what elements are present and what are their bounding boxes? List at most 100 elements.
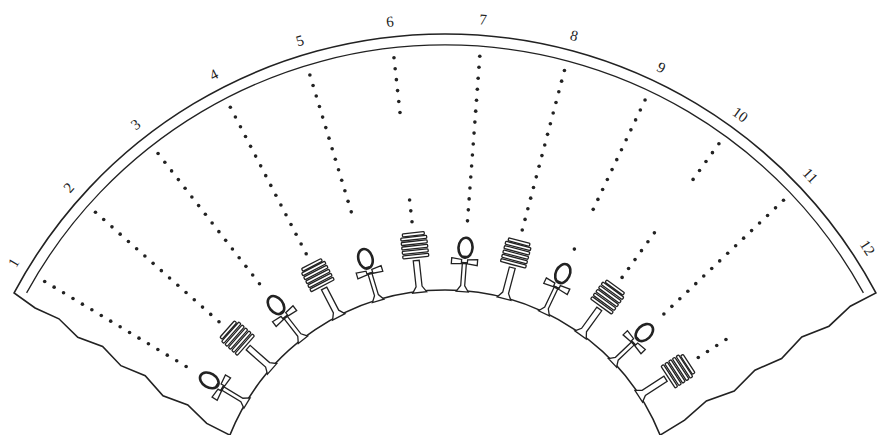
hour-dot — [702, 274, 706, 278]
hour-dot — [244, 265, 248, 269]
hour-dot — [601, 188, 605, 192]
hour-dot — [634, 118, 638, 122]
hour-dot — [551, 111, 555, 115]
ankh-symbol — [449, 237, 479, 293]
hour-dot — [698, 169, 702, 173]
hour-dot — [615, 158, 619, 162]
hour-dot — [184, 291, 188, 295]
rim-band-line — [27, 45, 864, 293]
hour-number: 2 — [60, 181, 76, 197]
hour-dot — [321, 115, 325, 119]
hour-dot — [646, 240, 650, 244]
hour-dot — [135, 247, 139, 251]
hour-dot — [177, 178, 181, 182]
hour-number: 7 — [478, 13, 487, 29]
hour-dot — [774, 206, 778, 210]
hour-dot — [468, 186, 472, 190]
hour-dot — [204, 212, 208, 216]
hour-dot — [711, 151, 715, 155]
hour-dot — [274, 193, 278, 197]
hour-dot — [596, 198, 600, 202]
hour-dot — [176, 283, 180, 287]
hour-dot — [311, 84, 315, 88]
hour-dot — [94, 210, 98, 214]
hour-dot — [147, 342, 151, 346]
hour-dot — [217, 230, 221, 234]
hour-dot — [264, 174, 268, 178]
hour-dots — [43, 54, 785, 368]
hour-dot — [197, 204, 201, 208]
hour-dot — [537, 164, 541, 168]
hour-dot — [726, 252, 730, 256]
djed-symbol — [219, 319, 281, 378]
hour-dot — [71, 297, 75, 301]
hour-dot — [691, 178, 695, 182]
hour-dot — [591, 208, 595, 212]
hour-dot — [237, 256, 241, 260]
hour-dot — [706, 350, 710, 354]
hour-dot — [343, 189, 347, 193]
hour-dot — [324, 126, 328, 130]
hour-dot — [392, 56, 396, 60]
hour-number: 3 — [128, 117, 143, 133]
hour-dot — [398, 111, 402, 115]
hour-dot — [209, 313, 213, 317]
ankh-symbol — [603, 316, 660, 372]
hour-dot — [259, 164, 263, 168]
hour-dot — [639, 108, 643, 112]
hour-dot — [143, 254, 147, 258]
hour-dot — [620, 148, 624, 152]
hour-dot — [540, 154, 544, 158]
hour-dot — [633, 258, 637, 262]
hour-dot — [81, 302, 85, 306]
hour-dot — [330, 147, 334, 151]
hour-dot — [43, 280, 47, 284]
hour-dot — [165, 353, 169, 357]
hour-dot — [704, 160, 708, 164]
hour-number: 10 — [730, 104, 751, 125]
hour-dot — [337, 168, 341, 172]
ankh-symbol — [532, 259, 579, 319]
hour-dot — [224, 239, 228, 243]
hour-dot — [168, 276, 172, 280]
hour-dot — [396, 89, 400, 93]
hour-dot — [476, 87, 480, 91]
hour-number: 8 — [568, 27, 579, 43]
hour-dot — [183, 186, 187, 190]
hour-dot — [715, 344, 719, 348]
hour-dot — [109, 319, 113, 323]
hour-dot — [118, 232, 122, 236]
hour-dot — [543, 143, 547, 147]
hour-dot — [234, 115, 238, 119]
hour-dot — [239, 125, 243, 129]
hour-dot — [620, 276, 624, 280]
hour-dot — [318, 105, 322, 109]
hour-dot — [766, 214, 770, 218]
hour-dot — [627, 267, 631, 271]
hour-dot — [473, 120, 477, 124]
hour-number: 5 — [294, 32, 306, 49]
hour-dot — [782, 198, 786, 202]
hour-dot — [475, 98, 479, 102]
hour-dot — [184, 365, 188, 369]
hour-dot — [546, 133, 550, 137]
hour-dot — [62, 291, 66, 295]
hour-dot — [190, 195, 194, 199]
hour-dot — [718, 259, 722, 263]
hour-dot — [750, 229, 754, 233]
hour-dot — [231, 247, 235, 251]
hour-dot — [467, 208, 471, 212]
hour-dot — [470, 164, 474, 168]
hour-dot — [229, 105, 233, 109]
hour-dot — [284, 213, 288, 217]
hour-dot — [289, 223, 293, 227]
hour-dot — [408, 198, 412, 202]
hour-dot — [160, 269, 164, 273]
hour-dot — [254, 154, 258, 158]
hour-dot — [118, 325, 122, 329]
hour-dot — [99, 314, 103, 318]
hour-dot — [251, 273, 255, 277]
hour-dot — [395, 78, 399, 82]
hour-dot — [269, 184, 273, 188]
